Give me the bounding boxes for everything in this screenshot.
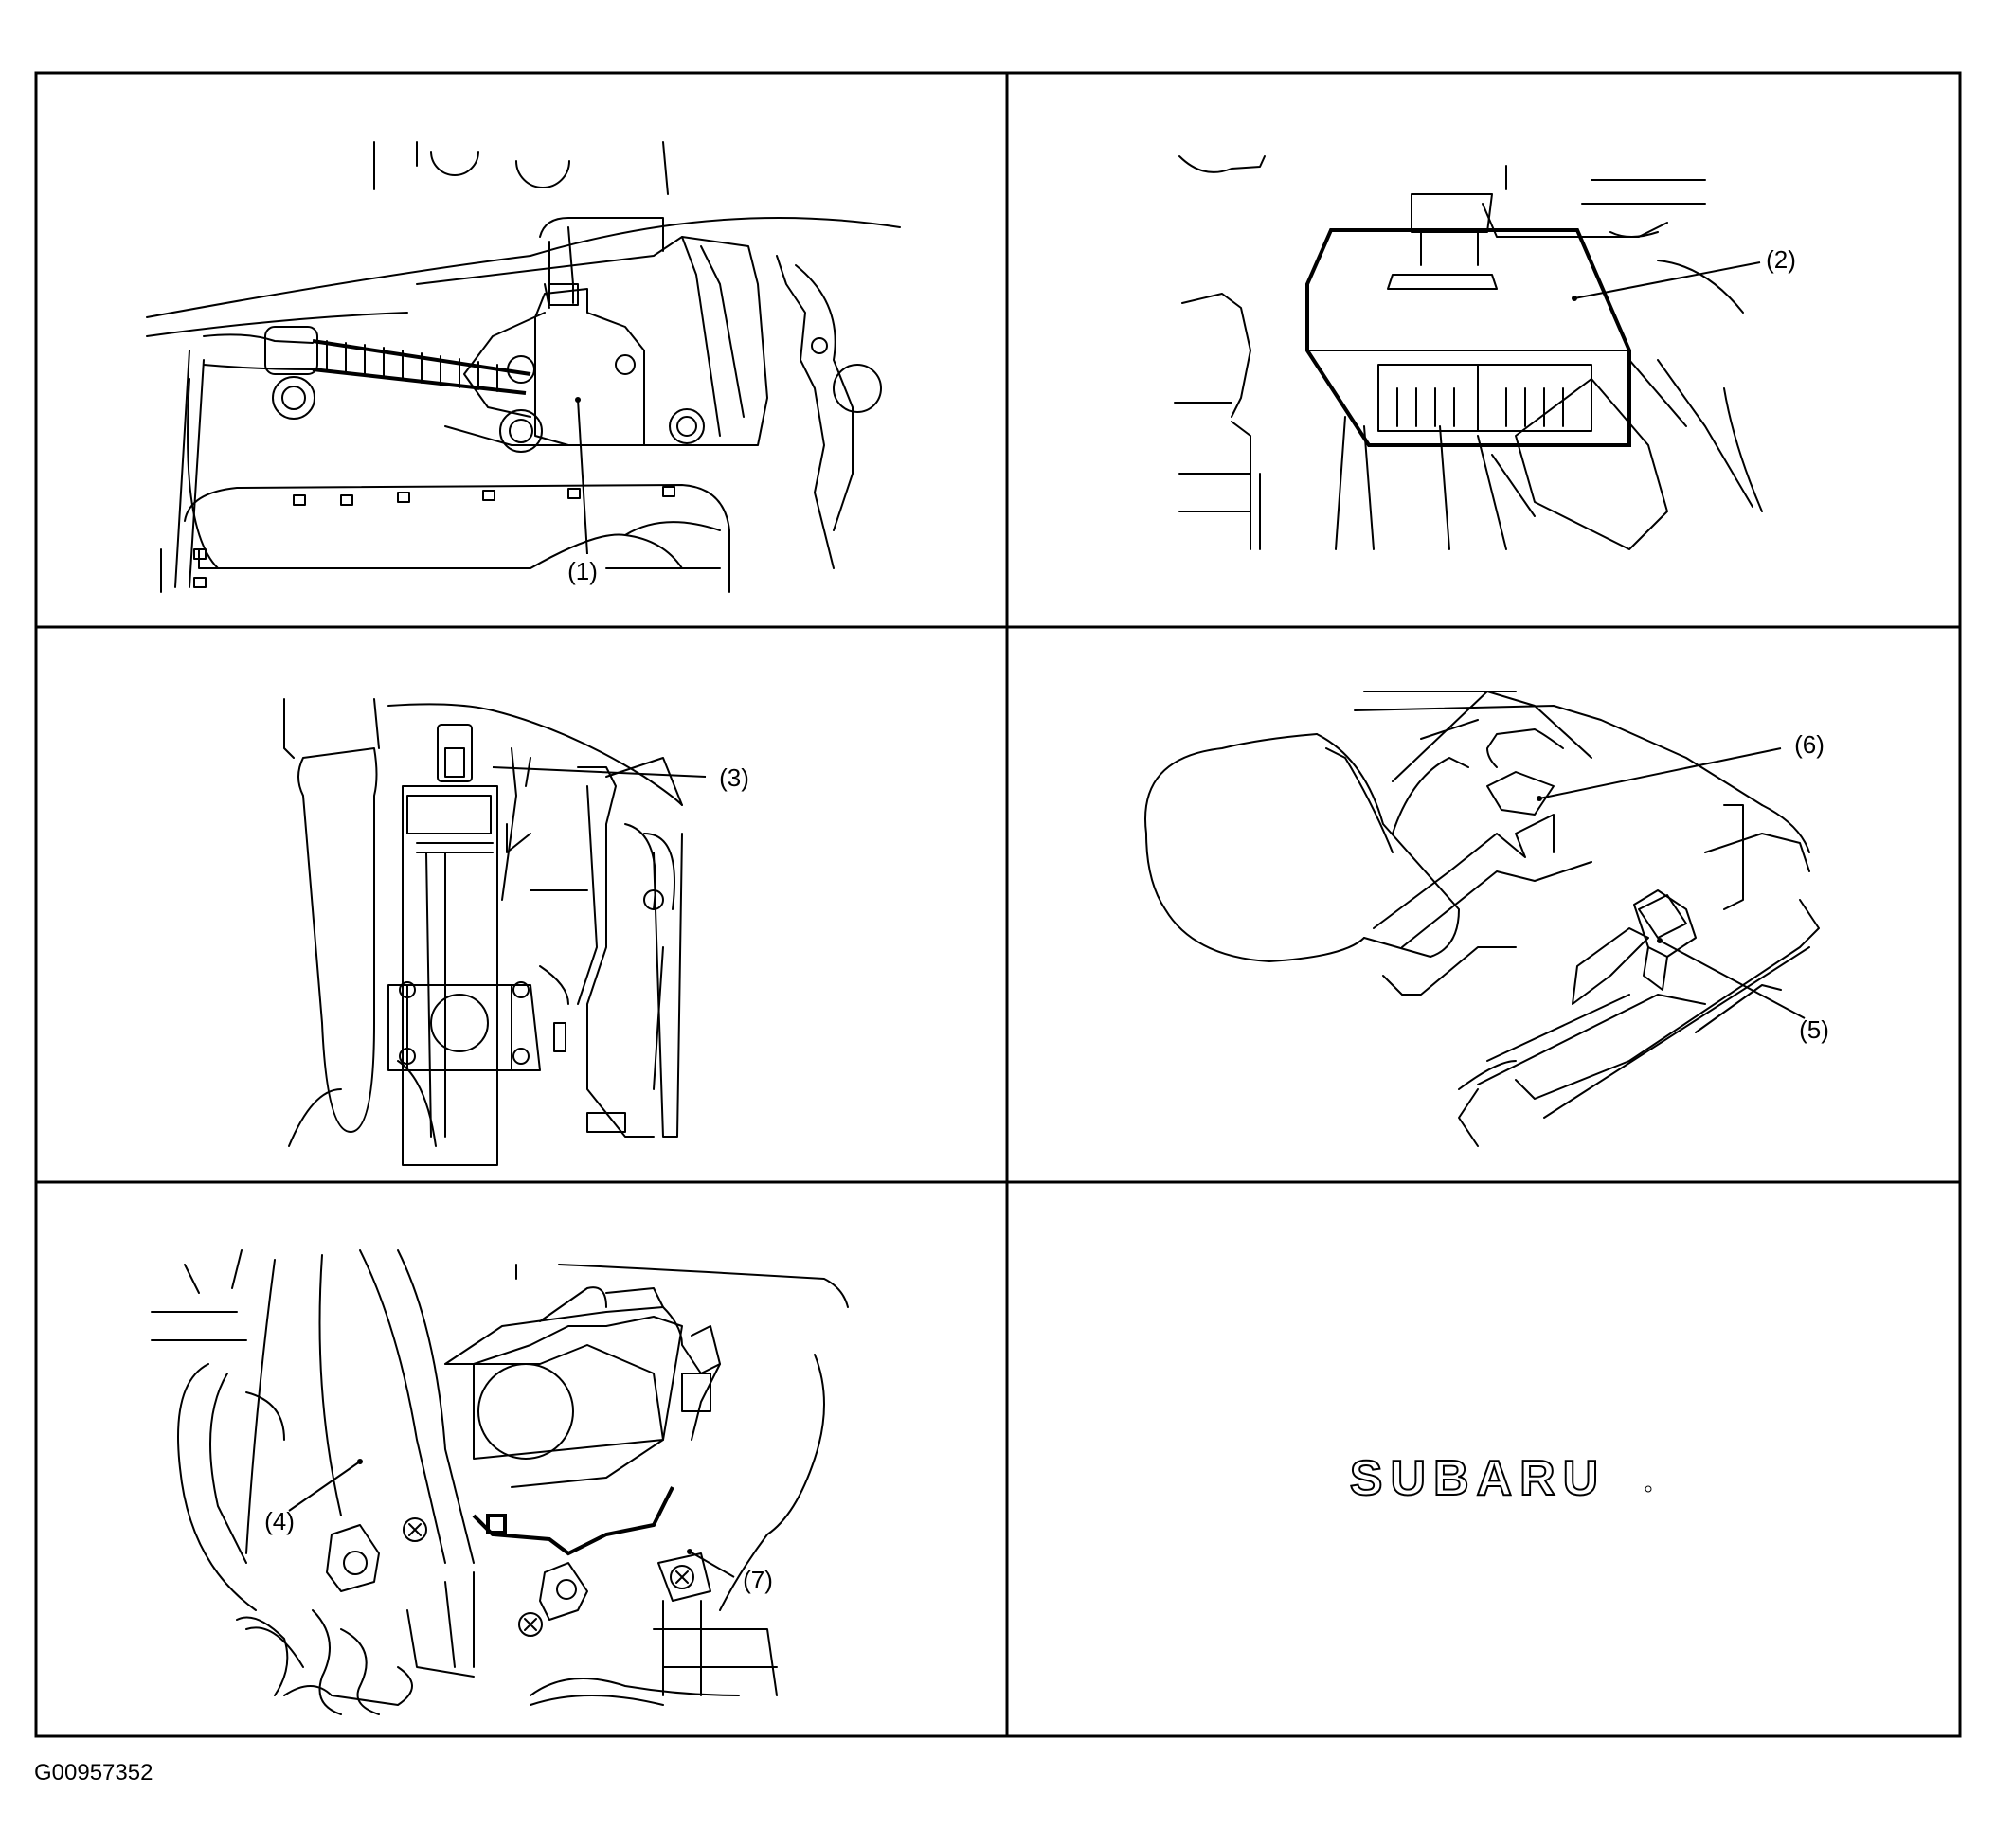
callout-3-label: (3): [719, 763, 749, 792]
panel-grid: [34, 71, 1962, 1738]
callout-4: (4): [264, 1459, 363, 1535]
panel-1-illustration: [146, 141, 901, 593]
callout-2-label: (2): [1766, 245, 1796, 274]
panel-5-illustration: [151, 1249, 849, 1715]
callout-2: (2): [1572, 245, 1796, 301]
callout-6-label: (6): [1794, 730, 1825, 759]
subaru-logo: SUBARU: [1349, 1450, 1652, 1507]
callout-3: (3): [492, 763, 749, 792]
svg-text:SUBARU: SUBARU: [1350, 1451, 1606, 1506]
callout-4-label: (4): [264, 1507, 295, 1535]
pan-bolt-marks: [193, 486, 675, 588]
callout-7-label: (7): [743, 1566, 773, 1594]
panel-4-illustration: [1144, 691, 1820, 1147]
panel-2-illustration: [1174, 155, 1763, 550]
callout-1-label: (1): [567, 557, 598, 585]
callout-1: (1): [567, 397, 598, 585]
figure-id: G00957352: [34, 1760, 153, 1785]
panel-3-illustration: [283, 698, 683, 1166]
callout-7: (7): [687, 1549, 773, 1594]
callout-5: (5): [1657, 938, 1829, 1044]
callout-6: (6): [1537, 730, 1825, 801]
callout-5-label: (5): [1799, 1015, 1829, 1044]
